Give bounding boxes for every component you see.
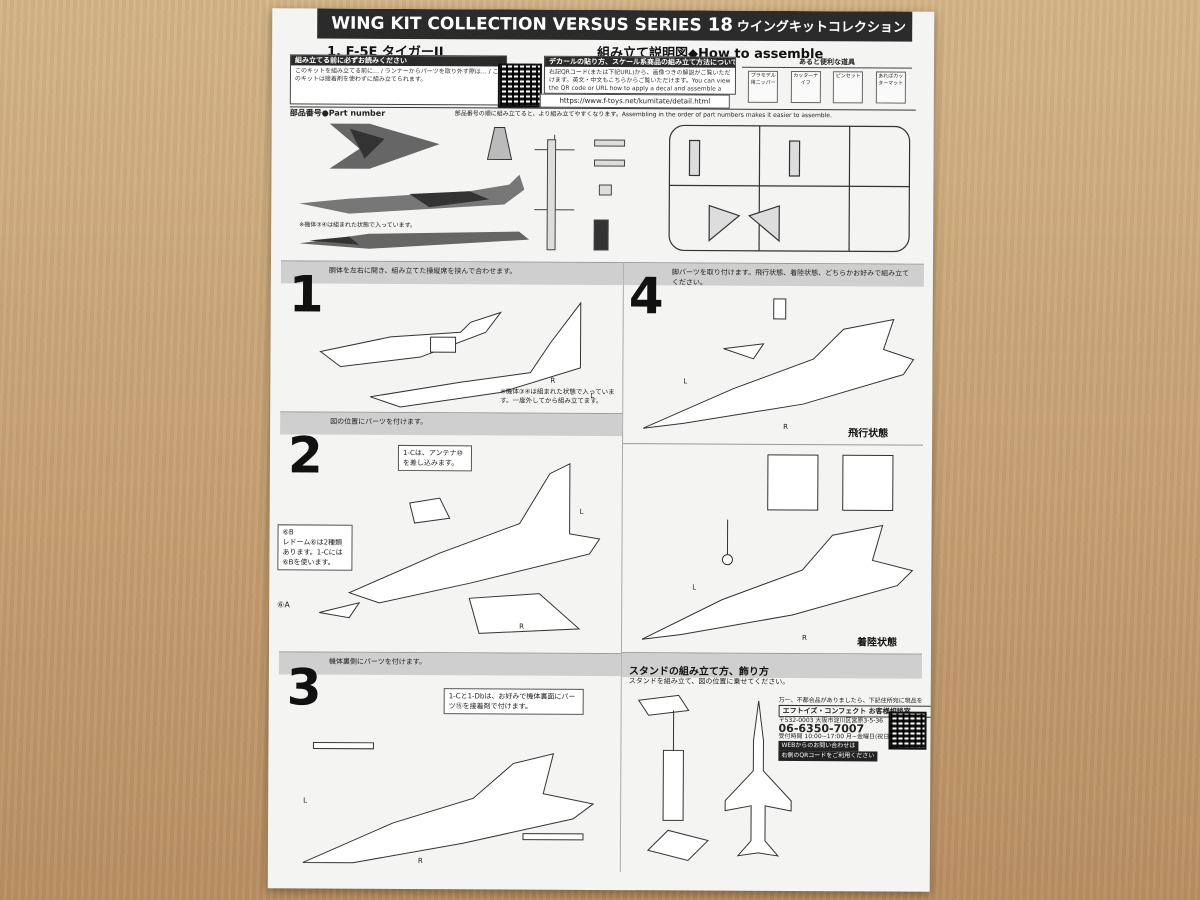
aircraft-topview-on-stand	[724, 700, 792, 857]
mark-l: L	[303, 796, 307, 804]
landing-state-panel: L R 着陸状態	[621, 443, 924, 654]
mark-l: L	[692, 583, 696, 591]
landing-gear-runner	[668, 124, 911, 253]
mark-r: R	[783, 423, 788, 431]
step-2-diagram: L R	[319, 463, 601, 634]
step-1-diagram: R L	[319, 301, 594, 408]
landing-state-label: 着陸状態	[856, 637, 898, 649]
mark-l: L	[590, 392, 594, 400]
useful-tools: あると便利な道具 プラモデル用ニッパー カッターナイフ ピンセット あればカッタ…	[742, 56, 913, 104]
body-assembled-note: ※機体③④は組まれた状態で入っています。	[299, 220, 416, 229]
series-title-jp: ウイングキットコレクション	[736, 19, 906, 36]
mark-r: R	[418, 857, 423, 865]
step-number: 2	[287, 426, 323, 485]
camo-fuselage-bottom	[299, 231, 530, 249]
step-3-diagram: L R	[302, 741, 595, 865]
contact-qr-label: 右側のQRコードをご利用ください	[778, 750, 878, 762]
cutter-knife-icon: カッターナイフ	[790, 70, 821, 104]
contact-qr-code-icon[interactable]	[888, 711, 927, 750]
mark-l: L	[683, 377, 687, 385]
series-title: WING KIT COLLECTION VERSUS SERIES	[331, 13, 702, 36]
camo-wing-part	[329, 123, 440, 169]
step-3: 3 機体裏側にパーツを付けます。 1-Cと1-Dbは、お好みで機体裏面にパーツ⑮…	[277, 651, 621, 875]
step-instruction: 胴体を左右に開き、組み立てた操縦席を挟んで合わせます。	[328, 266, 517, 276]
step-number: 3	[286, 658, 322, 717]
tools-title: あると便利な道具	[742, 56, 913, 69]
assembly-notice-text: このキットを組み立てる前に… / ランナーからパーツを取り外す際は… / このキ…	[294, 67, 499, 84]
instructions-url[interactable]: https://www.f-toys.net/kumitate/detail.h…	[539, 93, 730, 109]
assembly-notice-box: 組み立てる前に必ずお読みください このキットを組み立てる前に… / ランナーから…	[289, 54, 508, 106]
nipper-icon: プラモデル用ニッパー	[748, 70, 779, 103]
step-2: 2 図の位置にパーツを付けます。 1-Cは、アンテナ⑩を差し込みます。 ⑥B レ…	[277, 411, 623, 653]
step-1-note: ※機体③④は組まれた状態で入っています。一度外してから組み立てます。	[500, 387, 615, 406]
step-instruction: 脚パーツを取り付けます。飛行状態、着陸状態、どちらかお好みで組み立てください。	[671, 268, 910, 287]
step-instruction: 機体裏側にパーツを付けます。	[328, 657, 427, 667]
small-parts-runner	[593, 139, 626, 251]
missile-runner	[534, 134, 575, 251]
series-number: 18	[707, 14, 733, 36]
canopy-part	[486, 126, 513, 161]
step-4: 4 脚パーツを取り付けます。飛行状態、着陸状態、どちらかお好みで組み立てください…	[623, 262, 924, 445]
step-1: 1 胴体を左右に開き、組み立てた操縦席を挟んで合わせます。 R L ※機体③④は…	[280, 260, 623, 414]
underside-callout: 1-Cと1-Dbは、お好みで機体裏面にパーツ⑮を接着剤で付けます。	[443, 688, 584, 715]
tweezers-icon: ピンセット	[833, 71, 864, 104]
mark-r: R	[519, 623, 524, 631]
landing-diagram: L R	[641, 454, 914, 642]
stand-subtitle: スタンドを組み立て、図の位置に乗せてください。	[628, 677, 790, 686]
qr-code-icon[interactable]	[497, 63, 543, 108]
contact-notice: 万一、不都合品がありましたら、下記住所宛に現品を	[778, 696, 923, 705]
mark-r: R	[550, 377, 555, 385]
step-4-flight-diagram: L R	[643, 298, 915, 431]
contact-web-label[interactable]: WEBからのお問い合わせは	[778, 740, 859, 752]
parts-runner-diagram: ※機体③④は組まれた状態で入っています。	[299, 123, 911, 253]
camo-fuselage-top	[299, 174, 525, 214]
decal-info-box: デカールの貼り方、スケール系商品の組み立て方法について 右記QRコード(または下…	[543, 55, 737, 95]
part-number-label: 部品番号●Part number	[289, 108, 386, 118]
decal-info-text: 右記QRコード(または下記URL)から、画像つきの解説がご覧いただけます。英文・…	[548, 68, 731, 95]
stand-diagram	[637, 694, 709, 862]
mark-r: R	[802, 634, 807, 642]
mark-l: L	[580, 508, 584, 516]
flight-state-label: 飛行状態	[848, 428, 889, 440]
radome-a-label: ⑥A	[277, 600, 290, 610]
cutting-mat-icon: あればカッターマット	[875, 71, 906, 104]
step-instruction: 図の位置にパーツを付けます。	[330, 417, 428, 427]
